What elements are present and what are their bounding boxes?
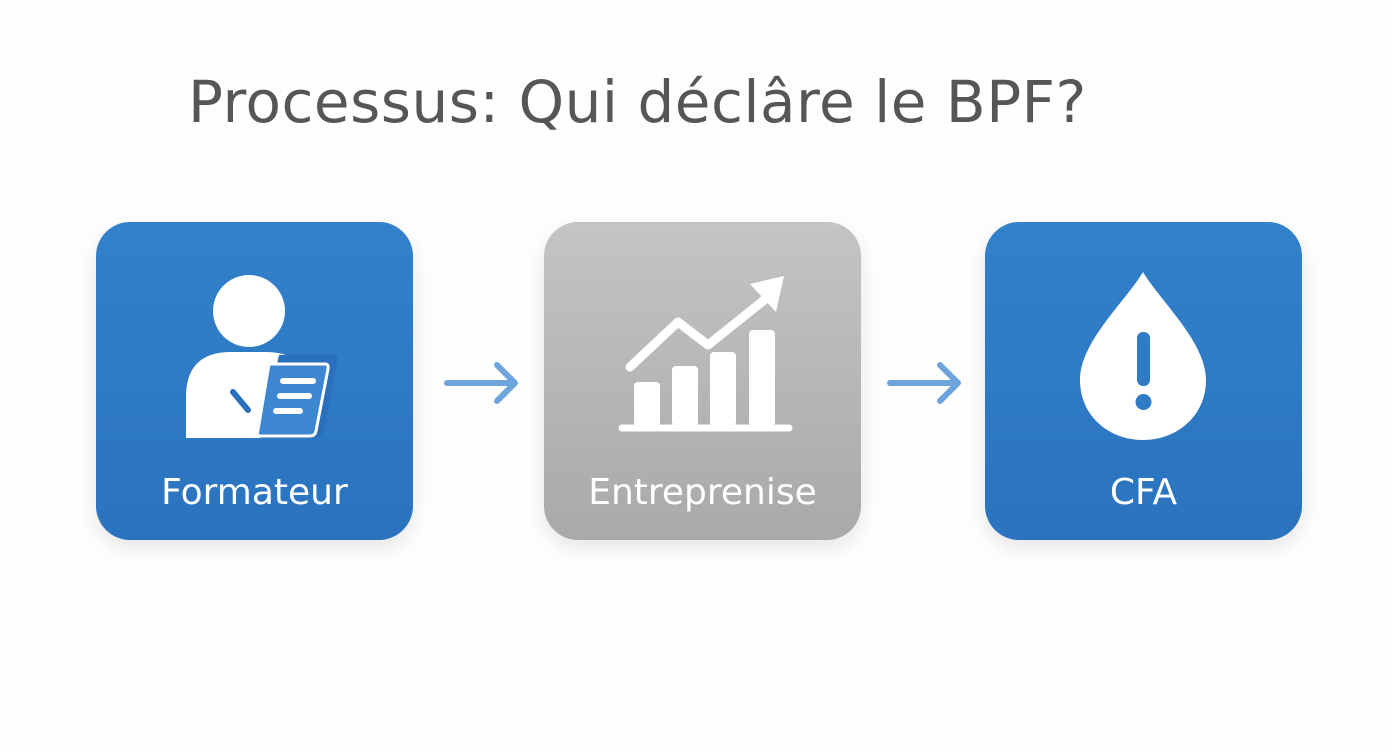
step-card-cfa: CFA [985,222,1302,540]
step-label: CFA [1109,472,1178,513]
growth-chart-icon [618,276,793,432]
step-card-entreprise: Entreprenise [544,222,861,540]
trainer-document-icon [186,275,338,438]
step-label: Entreprenise [588,472,817,513]
warning-drop-icon [1080,272,1206,440]
step-label: Formateur [161,472,348,513]
arrow-right-icon [887,362,961,404]
step-card-formateur: Formateur [96,222,413,540]
arrow-right-icon [444,362,518,404]
page-title: Processus: Qui déclâre le BPF? [188,68,1087,136]
